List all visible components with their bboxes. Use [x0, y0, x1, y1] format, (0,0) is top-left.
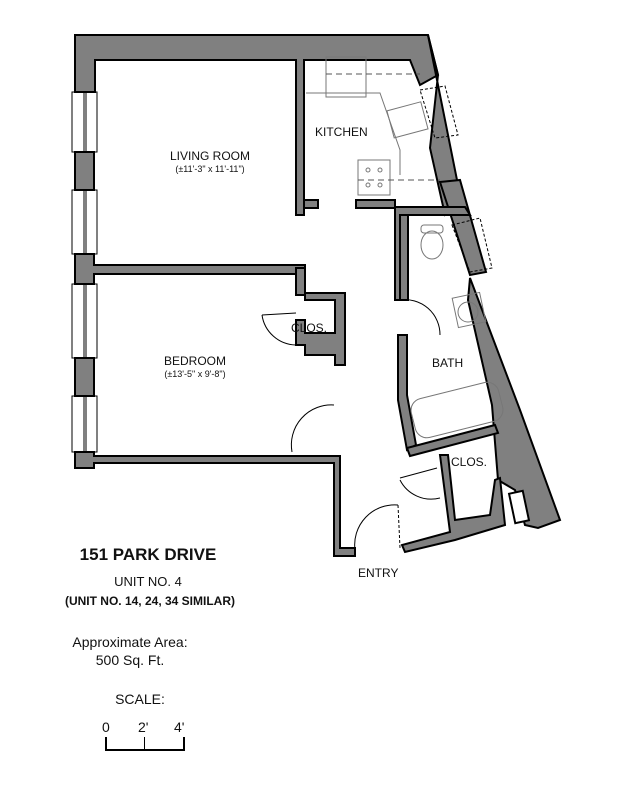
scale-bar-midtick — [144, 737, 145, 749]
bedroom-closet — [261, 267, 346, 453]
bedroom-name: BEDROOM — [163, 354, 226, 368]
scale-bar — [105, 737, 185, 751]
room-kitchen: KITCHEN — [315, 125, 368, 139]
room-bath: BATH — [432, 356, 464, 370]
living-room-dimensions: (±11'-3" x 11'-11") — [175, 164, 245, 174]
area-label: Approximate Area: — [72, 634, 188, 650]
scale-label: SCALE: — [115, 691, 165, 707]
exterior-walls — [74, 34, 562, 557]
unit-number: UNIT NO. 4 — [114, 574, 182, 589]
bath-fixtures — [397, 214, 504, 458]
room-entry-closet: CLOS. — [451, 455, 488, 469]
left-windows — [71, 91, 98, 453]
room-bedroom: BEDROOM (±13'-5" x 9'-8") — [140, 355, 250, 381]
bedroom-dimensions: (±13'-5" x 9'-8") — [164, 369, 226, 379]
living-room-name: LIVING ROOM — [169, 149, 250, 163]
room-bedroom-closet: CLOS. — [291, 321, 328, 335]
similar-units: (UNIT NO. 14, 24, 34 SIMILAR) — [64, 594, 236, 608]
room-living: LIVING ROOM (±11'-3" x 11'-11") — [140, 150, 280, 176]
scale-tick-0: 0 — [102, 719, 110, 735]
building-title: 151 PARK DRIVE — [79, 545, 217, 564]
room-entry: ENTRY — [358, 566, 399, 580]
scale-tick-2: 2' — [138, 719, 149, 735]
scale-tick-4: 4' — [174, 719, 185, 735]
entry-area — [354, 454, 531, 554]
area-value: 500 Sq. Ft. — [95, 652, 165, 668]
